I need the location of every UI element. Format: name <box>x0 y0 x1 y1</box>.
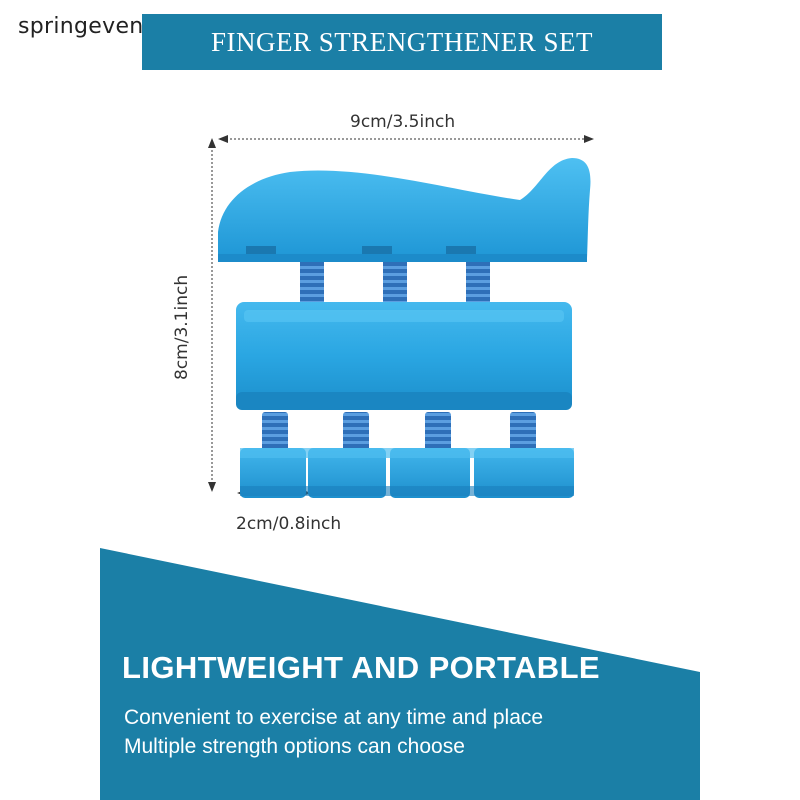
title-banner: FINGER STRENGTHENER SET <box>142 14 662 70</box>
feature-line-2: Multiple strength options can choose <box>124 735 465 758</box>
height-label: 8cm/3.1inch <box>172 274 192 380</box>
feature-headline: LIGHTWEIGHT AND PORTABLE <box>122 650 601 685</box>
watermark-text: springeven <box>18 14 144 39</box>
key-width-label: 2cm/0.8inch <box>236 514 342 534</box>
feature-line-1: Convenient to exercise at any time and p… <box>124 706 544 729</box>
page-title: FINGER STRENGTHENER SET <box>211 26 593 57</box>
width-label: 9cm/3.5inch <box>350 112 456 132</box>
